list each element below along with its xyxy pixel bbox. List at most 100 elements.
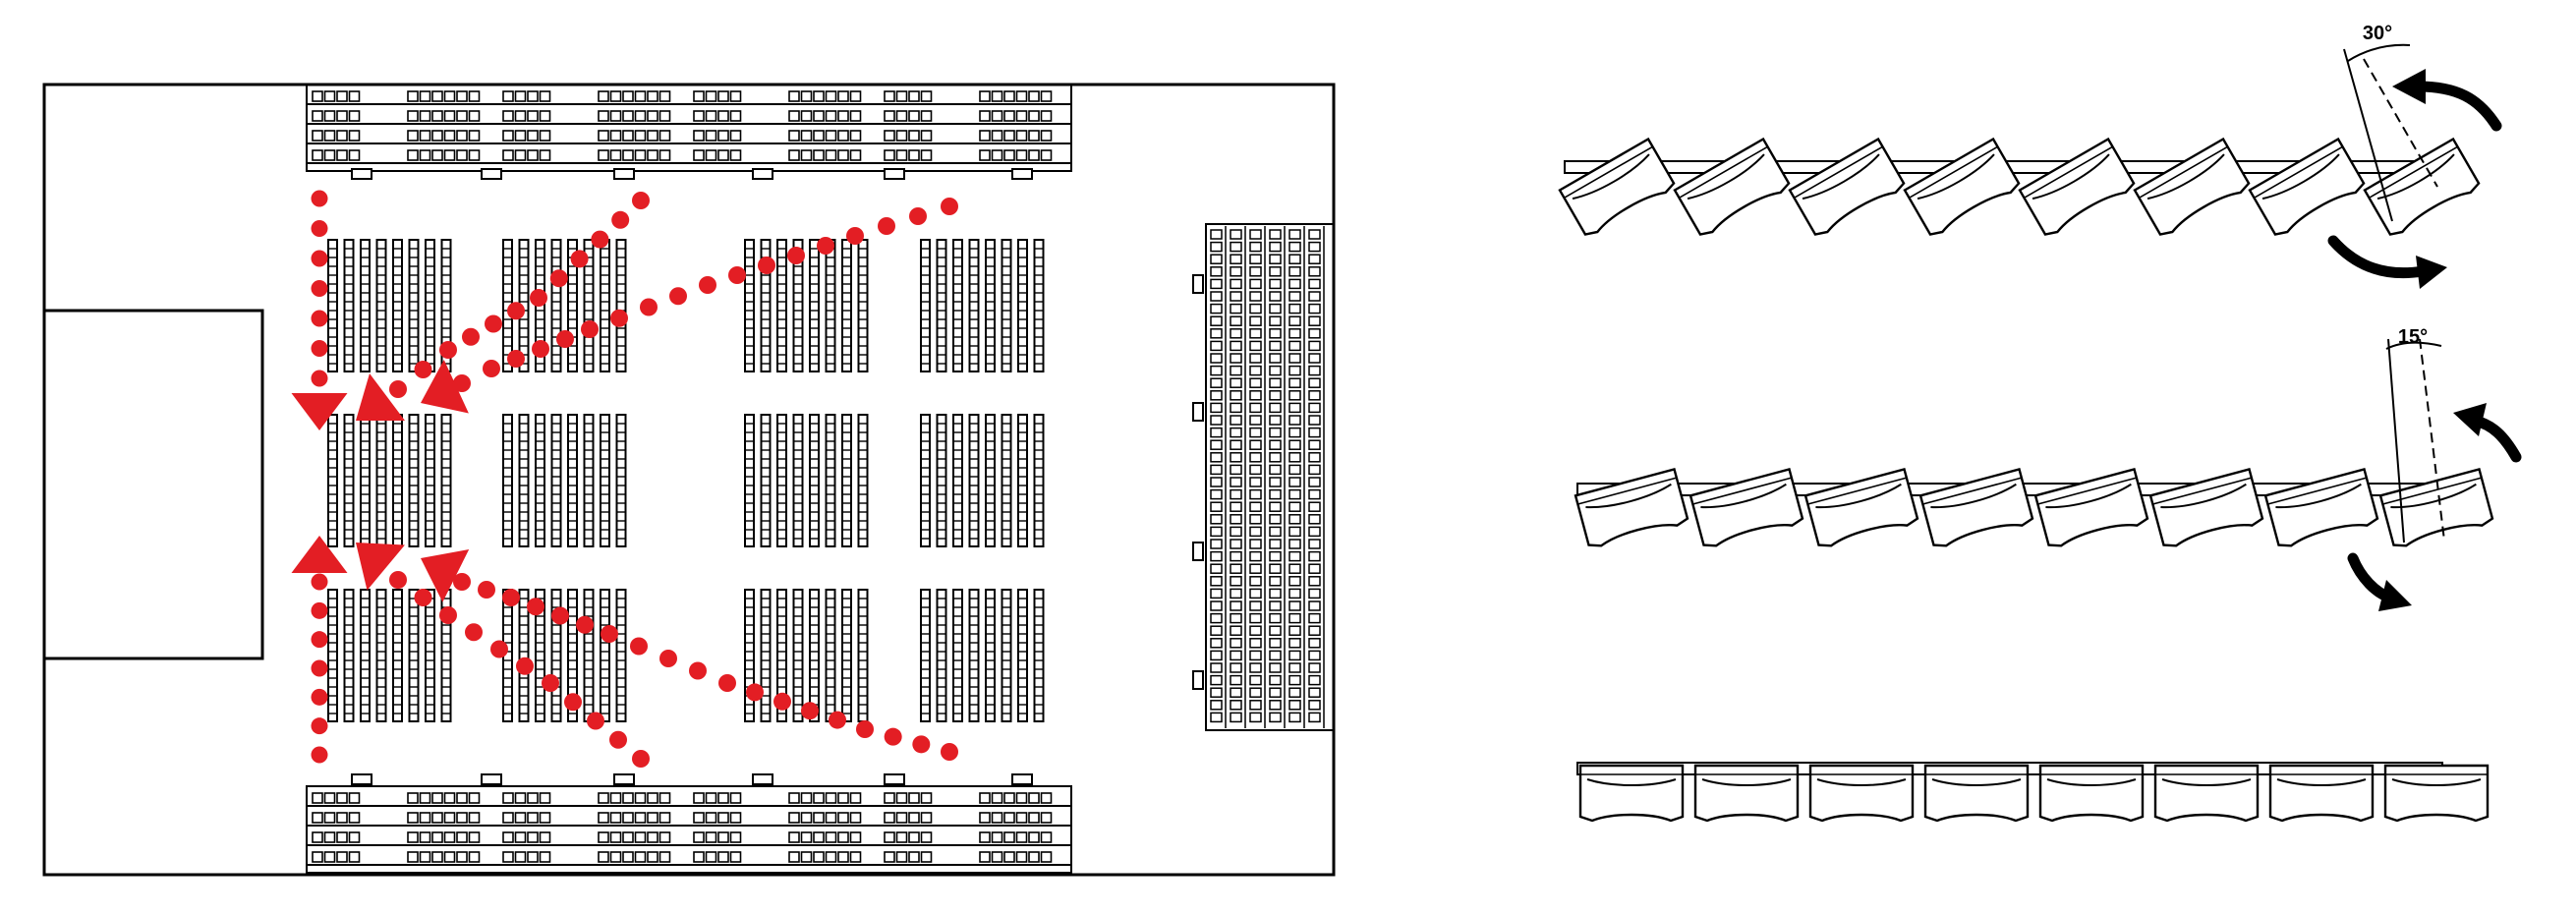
bleacher-seat [788, 149, 800, 161]
side-bleacher-seat [1269, 687, 1282, 698]
side-bleacher-seat [1249, 266, 1262, 277]
bleacher-seat [514, 110, 527, 122]
bleacher-seat [514, 812, 527, 824]
bleacher-seat [502, 851, 514, 863]
hall-outline [42, 83, 1336, 877]
seat-row [857, 589, 869, 722]
bleacher-seat [837, 851, 849, 863]
seat-edge [2160, 483, 2247, 509]
seat-row [968, 239, 980, 372]
route-dot [311, 310, 328, 327]
bleacher-seat [1015, 130, 1028, 142]
bleacher-seat [419, 851, 431, 863]
bleacher-seat [658, 90, 671, 102]
rotation-line [2419, 338, 2445, 542]
bleacher-seat [705, 851, 717, 863]
seat-row [920, 589, 931, 722]
side-bleacher-seat [1230, 700, 1242, 711]
side-bleacher-seat [1269, 439, 1282, 450]
side-bleacher-seat [1288, 563, 1301, 574]
route-dot [912, 735, 931, 754]
bleacher-seat [407, 130, 419, 142]
side-bleacher-seat [1210, 439, 1223, 450]
bleacher-seat [312, 831, 323, 843]
bleacher-seat [609, 149, 622, 161]
side-bleacher-seat [1308, 254, 1321, 264]
straight-seat [1578, 764, 1685, 823]
seat-row-straight [1576, 762, 2490, 823]
seat-edge [1931, 778, 2022, 786]
side-bleacher-seat [1288, 612, 1301, 624]
seat-row [550, 414, 562, 547]
seat-shell [1673, 137, 1791, 236]
bleacher-seat [849, 149, 862, 161]
bleacher-seat [813, 110, 825, 122]
angle-arc [2385, 341, 2442, 350]
side-bleacher-seat [1230, 501, 1242, 512]
bleacher-seat [312, 851, 323, 863]
bleacher-seat [800, 110, 813, 122]
rotated-seat [2033, 467, 2149, 547]
bleacher-seat [407, 831, 419, 843]
side-bleacher-seat [1269, 612, 1282, 624]
bleacher-seat [1028, 149, 1040, 161]
bleacher-frame [306, 785, 1072, 874]
bleacher-seat [813, 130, 825, 142]
route-dot [591, 230, 609, 249]
seat-edge [1586, 778, 1677, 786]
bleacher-seat [348, 851, 361, 863]
bleacher-seat [849, 831, 862, 843]
bleacher-seat [456, 149, 468, 161]
route-arrow [291, 536, 348, 573]
bleacher-seat [431, 831, 443, 843]
seat-row [615, 239, 627, 372]
side-bleacher-seat [1308, 340, 1321, 352]
angle-label: 30° [2363, 23, 2392, 44]
bleacher-seat [609, 90, 622, 102]
bleacher-seat [800, 831, 813, 843]
bleacher-seat [323, 792, 336, 804]
bleacher-seat [979, 792, 991, 804]
seat-row [327, 239, 338, 372]
route-arrow [421, 359, 469, 414]
seat-row [841, 589, 852, 722]
side-bleacher-seat [1288, 488, 1301, 500]
side-bleacher-seat [1210, 625, 1223, 636]
side-bleacher-seat [1288, 266, 1301, 277]
route-dot [884, 727, 902, 746]
bleacher-seat [837, 149, 849, 161]
seat-row [776, 239, 787, 372]
side-bleacher-seat [1288, 700, 1301, 711]
seat-row [1017, 239, 1028, 372]
bleacher-seat [443, 130, 456, 142]
seat-row [1017, 414, 1028, 547]
seat-row [600, 239, 610, 372]
side-bleacher-seat [1210, 365, 1223, 376]
route-dot [551, 606, 569, 625]
route-dot [483, 360, 500, 377]
route-arrow [421, 549, 470, 602]
bleacher-seat [1040, 149, 1053, 161]
bleacher-seat [634, 90, 647, 102]
side-bleacher-seat [1269, 650, 1282, 661]
bleacher-seat [979, 130, 991, 142]
route-dot [587, 712, 604, 730]
top-bleacher [306, 84, 1072, 180]
bleacher-seat [729, 110, 742, 122]
side-bleacher-seat [1288, 377, 1301, 388]
seat-row [760, 414, 772, 547]
bleacher-seat [705, 149, 717, 161]
seat-row [857, 414, 869, 547]
bleacher-seat [622, 110, 634, 122]
seat-row [920, 239, 931, 372]
side-bleacher-seat [1210, 588, 1223, 600]
seat-row [792, 589, 804, 722]
bleacher-seat [312, 130, 323, 142]
bleacher-seat [539, 812, 551, 824]
seat-back [2152, 477, 2253, 505]
side-bleacher-seat [1269, 576, 1282, 587]
bleacher-seat [1028, 792, 1040, 804]
side-bleacher-seat [1230, 612, 1242, 624]
bleacher-seat [609, 130, 622, 142]
side-bleacher-seat [1308, 576, 1321, 587]
